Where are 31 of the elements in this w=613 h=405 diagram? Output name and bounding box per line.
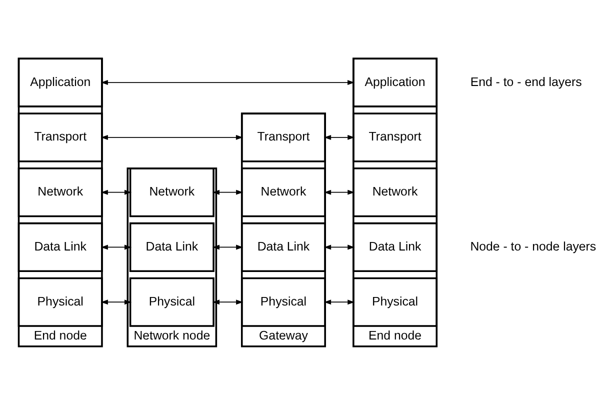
arrow	[212, 244, 244, 250]
node-box: Network	[129, 168, 214, 218]
arrow	[212, 300, 244, 305]
arrow	[324, 244, 355, 250]
arrow	[100, 80, 355, 86]
node-box: Transport	[18, 112, 103, 162]
arrow	[100, 244, 132, 250]
node-box: Data Link	[240, 222, 326, 272]
arrow	[100, 134, 244, 140]
node-box: Application	[352, 58, 438, 108]
node-box: Physical	[18, 277, 103, 327]
label: End - to - end layers	[470, 74, 582, 89]
arrow	[324, 300, 355, 305]
node-box: Network	[240, 168, 326, 218]
node-box: Network	[18, 168, 103, 218]
node-box: Data Link	[129, 222, 214, 272]
node-box: Physical	[240, 277, 326, 327]
label: Node - to - node layers	[470, 239, 596, 254]
node-box: Data Link	[18, 222, 103, 272]
arrow	[324, 134, 355, 140]
arrow	[212, 190, 244, 195]
node-box: Transport	[240, 112, 326, 162]
arrow	[100, 300, 132, 305]
node-box: Physical	[352, 277, 438, 327]
node-box: Application	[18, 58, 103, 108]
node-box: Network	[352, 168, 438, 218]
arrow	[324, 190, 355, 195]
node-box: Physical	[129, 277, 214, 327]
node-box: Data Link	[352, 222, 438, 272]
node-box: Transport	[352, 112, 438, 162]
arrow	[100, 190, 132, 195]
